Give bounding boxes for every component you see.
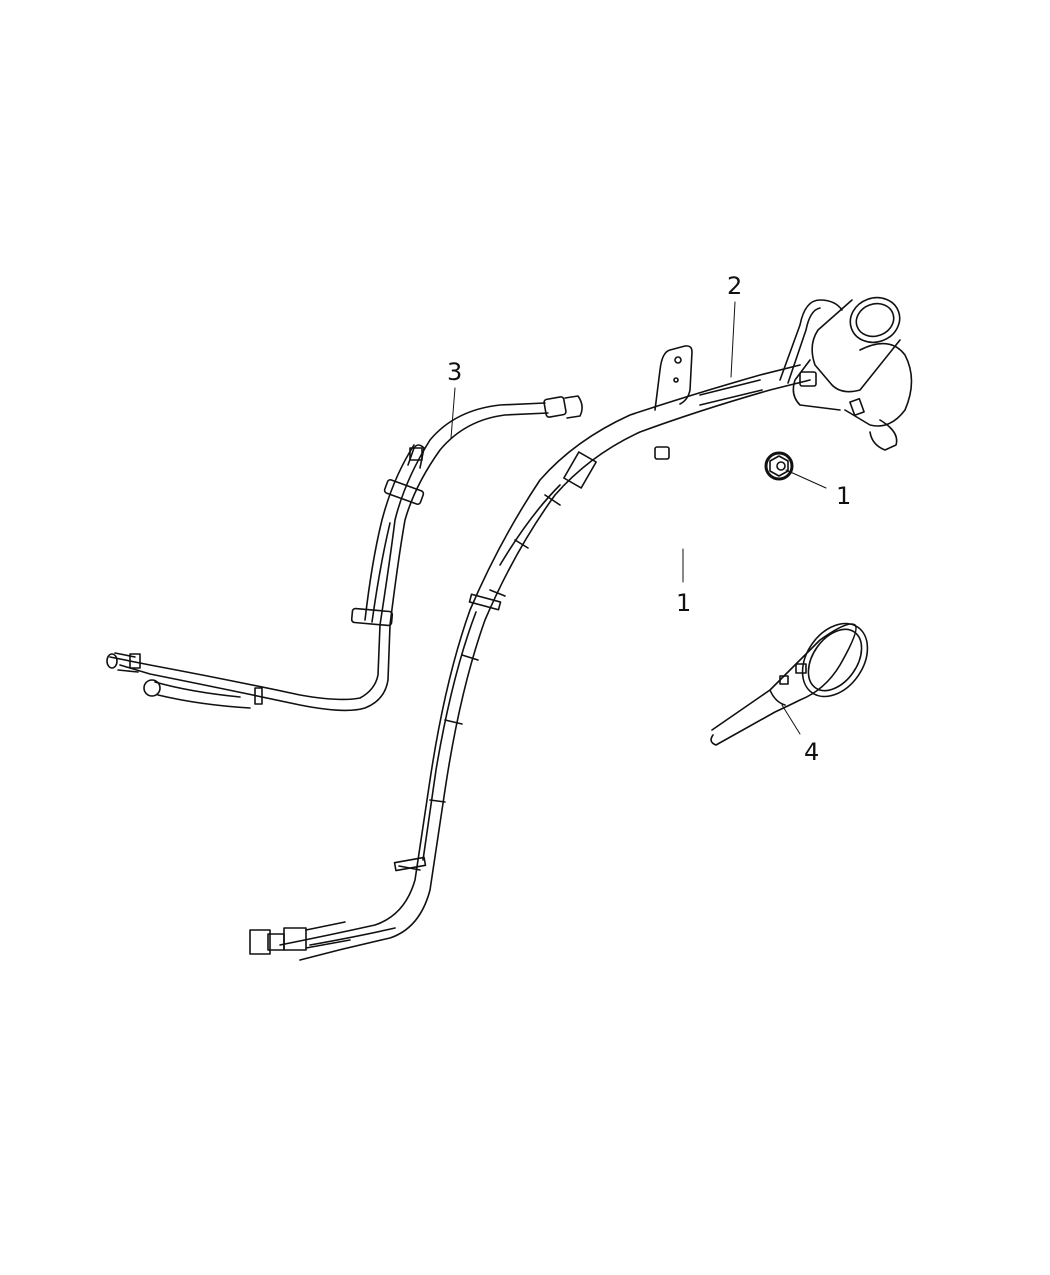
callout-1-tube: 1: [676, 589, 692, 617]
callout-1-nut: 1: [836, 482, 852, 510]
callout-2: 2: [727, 272, 743, 300]
funnel: [710, 622, 869, 746]
vapor-hose-assembly: [106, 395, 583, 712]
filler-neck-housing: [699, 296, 913, 451]
callout-4: 4: [804, 738, 820, 766]
leader-1a: [785, 469, 827, 489]
callout-3: 3: [447, 358, 463, 386]
leader-2: [730, 301, 736, 378]
leader-4: [781, 704, 801, 735]
leader-lines: [450, 301, 827, 735]
nut: [764, 451, 794, 481]
filler-tube: [249, 345, 811, 961]
leader-3: [450, 387, 456, 439]
